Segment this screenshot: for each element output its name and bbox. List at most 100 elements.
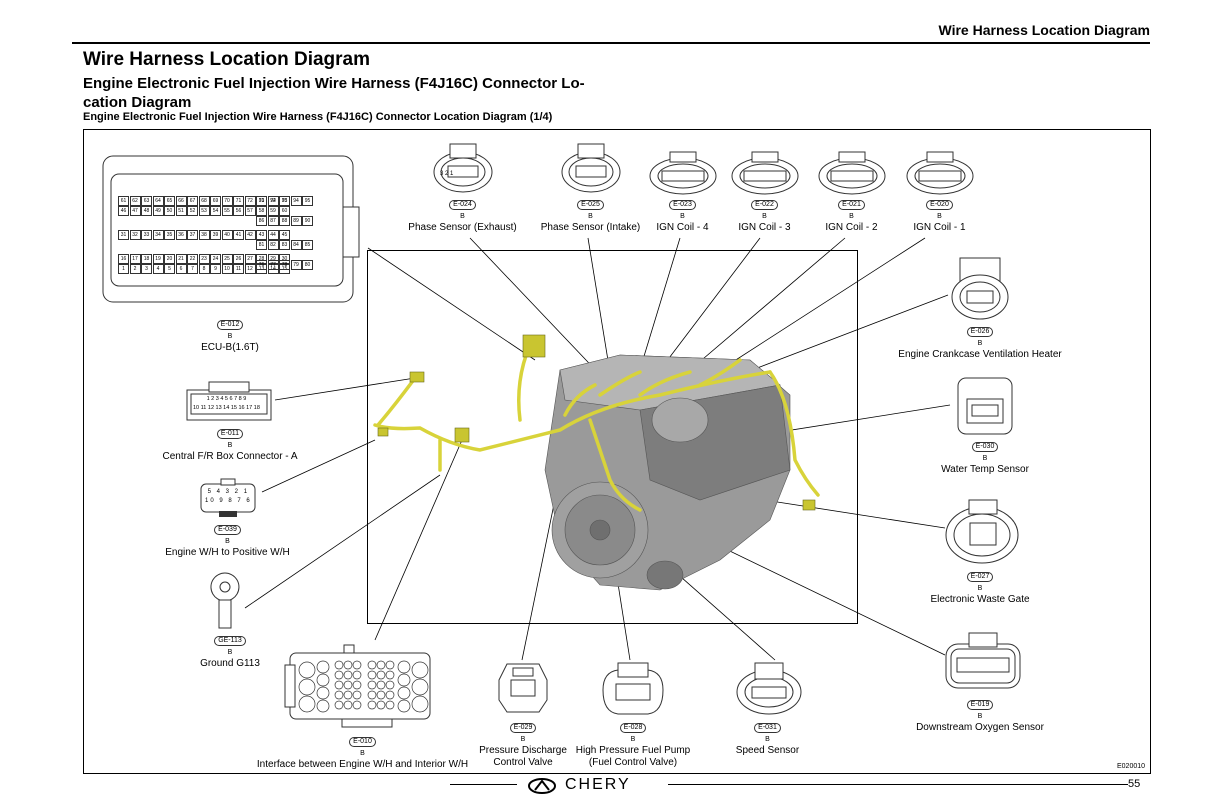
connector-e021[interactable] xyxy=(817,150,887,200)
name-e039: Engine W/H to Positive W/H xyxy=(165,547,290,558)
ecu-pin: 59 xyxy=(267,206,279,216)
name-ge113: Ground G113 xyxy=(200,658,260,669)
connector-e026[interactable] xyxy=(950,255,1010,327)
ecu-pin: 67 xyxy=(187,196,198,206)
connector-e030-icon xyxy=(957,377,1013,435)
label-e026: E-026 B Engine Crankcase Ventilation Hea… xyxy=(898,327,1062,360)
connector-e027[interactable] xyxy=(942,495,1022,569)
ecu-pin: 6 xyxy=(175,264,187,274)
label-e020: E-020 B IGN Coil - 1 xyxy=(913,200,966,233)
ecu-pin: 95 xyxy=(302,196,313,206)
name-e011: Central F/R Box Connector - A xyxy=(162,451,298,462)
connector-e031[interactable] xyxy=(735,660,803,722)
ecu-pin: 5 xyxy=(164,264,175,274)
page-number: 55 xyxy=(1128,778,1141,790)
ecu-pin: 61 xyxy=(118,196,129,206)
connector-e039-icon xyxy=(200,478,256,517)
ecu-pin: 42 xyxy=(244,230,256,240)
connector-e020[interactable] xyxy=(905,150,975,200)
ecu-pin: 84 xyxy=(290,240,302,250)
connector-e010[interactable] xyxy=(282,644,437,734)
chery-emblem-icon xyxy=(528,778,556,794)
leader-ign2 xyxy=(689,237,846,371)
ecu-pin: 29 xyxy=(267,254,279,264)
footer-rule-left xyxy=(450,784,517,785)
code-e024: E-024 xyxy=(449,200,476,210)
ecu-pin: 33 xyxy=(141,230,152,240)
ecu-pin: 18 xyxy=(141,254,152,264)
connector-e030[interactable] xyxy=(955,375,1015,441)
ecu-pin: 12 xyxy=(244,264,256,274)
ecu-pin: 7 xyxy=(187,264,198,274)
ecu-pin: 50 xyxy=(164,206,175,216)
leader-phase-exhaust xyxy=(469,237,606,381)
ecu-pin: 49 xyxy=(152,206,164,216)
connector-e028-icon xyxy=(602,662,664,715)
ecu-pin: 48 xyxy=(141,206,152,216)
ecu-pin: 88 xyxy=(279,216,290,226)
connector-e025[interactable] xyxy=(560,140,622,202)
ecu-pin: 22 xyxy=(187,254,198,264)
ecu-pin: 53 xyxy=(198,206,210,216)
running-header-title: Wire Harness Location Diagram xyxy=(938,22,1151,38)
ecu-pin: 92 xyxy=(267,196,279,206)
connector-e019-icon xyxy=(945,632,1021,689)
ecu-pin: 1 xyxy=(118,264,129,274)
ecu-pin: 10 xyxy=(221,264,233,274)
ecu-pin: 24 xyxy=(210,254,221,264)
ecu-pin: 79 xyxy=(290,260,302,270)
connector-e028[interactable] xyxy=(598,660,668,722)
ecu-pin: 64 xyxy=(152,196,164,206)
ecu-pin: 70 xyxy=(221,196,233,206)
name-e010: Interface between Engine W/H and Interio… xyxy=(256,759,469,770)
name-e028: High Pressure Fuel Pump xyxy=(575,745,691,756)
ecu-pin: 82 xyxy=(267,240,279,250)
figure-code: E020010 xyxy=(1117,763,1146,770)
leader-engpos xyxy=(261,439,376,493)
ecu-pin: 56 xyxy=(233,206,244,216)
label-e039: E-039 B Engine W/H to Positive W/H xyxy=(165,525,290,558)
ecu-pin: 80 xyxy=(302,260,313,270)
leader-ign4 xyxy=(637,237,681,377)
ecu-pin: 68 xyxy=(198,196,210,206)
ecu-pin: 58 xyxy=(256,206,267,216)
ecu-pin: 45 xyxy=(279,230,290,240)
connector-e019[interactable] xyxy=(943,630,1023,696)
ecu-pin: 72 xyxy=(244,196,256,206)
wire-harness xyxy=(373,343,820,512)
ecu-pin: 85 xyxy=(302,240,313,250)
connector-e031-icon xyxy=(736,662,802,715)
label-e029: E-029 B Pressure Discharge Control Valve xyxy=(479,723,567,768)
ecu-pin: 44 xyxy=(267,230,279,240)
ecu-pin: 38 xyxy=(198,230,210,240)
ecu-pin: 69 xyxy=(210,196,221,206)
connector-e029[interactable] xyxy=(497,660,549,720)
connector-e011-icon xyxy=(186,381,272,421)
connector-e022[interactable] xyxy=(730,150,800,200)
connector-ge113[interactable] xyxy=(205,570,245,636)
ecu-pin: 93 xyxy=(279,196,290,206)
name-e024: Phase Sensor (Exhaust) xyxy=(408,222,517,233)
connector-e024-pins: 3 2 1 xyxy=(440,171,454,177)
connector-e023[interactable] xyxy=(648,150,718,200)
ecu-pin: 83 xyxy=(279,240,290,250)
label-e019: E-019 B Downstream Oxygen Sensor xyxy=(916,700,1044,733)
label-e023: E-023 B IGN Coil - 4 xyxy=(656,200,709,233)
ecu-pin: 17 xyxy=(129,254,141,264)
name-e026: Engine Crankcase Ventilation Heater xyxy=(898,349,1062,360)
ecu-pin: 31 xyxy=(118,230,129,240)
connector-e021-icon xyxy=(818,151,886,195)
ecu-pin: 43 xyxy=(256,230,267,240)
connector-e024[interactable]: 3 2 1 xyxy=(405,140,520,202)
chery-logo: CHERY xyxy=(525,776,670,794)
name-e021: IGN Coil - 2 xyxy=(825,222,878,233)
ecu-pin: 40 xyxy=(221,230,233,240)
ecu-pin: 52 xyxy=(187,206,198,216)
